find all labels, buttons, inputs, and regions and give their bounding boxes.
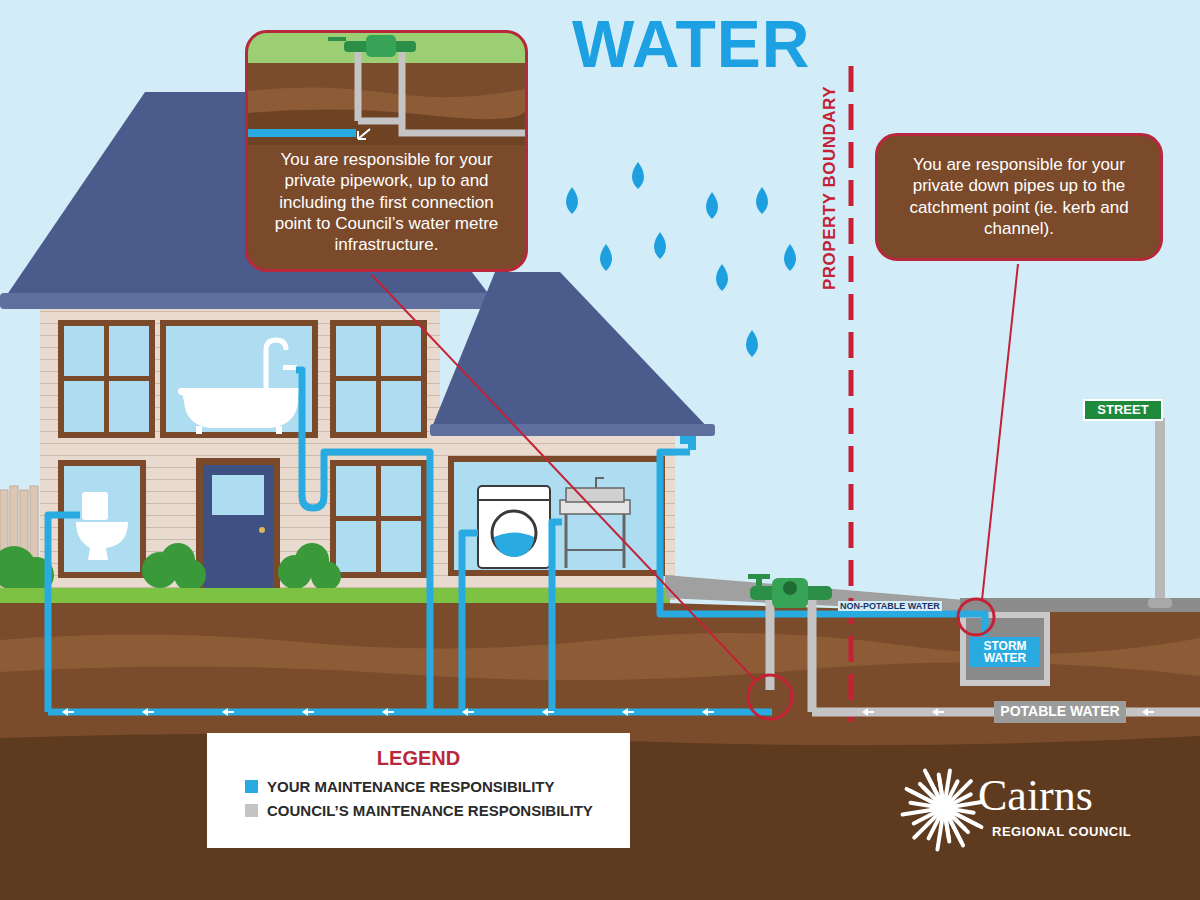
- flow-arrow: [62, 708, 74, 716]
- pipe-label-band: POTABLE WATER: [994, 701, 1126, 723]
- rain-drop: [784, 244, 796, 271]
- flow-arrow: [932, 708, 944, 716]
- flow-arrow: [222, 708, 234, 716]
- logo-petal: [937, 818, 942, 850]
- inset-grey-pipe: [358, 51, 525, 133]
- street-sign: STREET: [1083, 399, 1163, 421]
- logo-petal: [939, 778, 942, 798]
- logo-subtitle: REGIONAL COUNCIL: [992, 824, 1131, 839]
- boundary-label: PROPERTY BOUNDARY: [820, 86, 840, 290]
- flow-arrow: [1142, 708, 1154, 716]
- logo-petal: [910, 791, 935, 804]
- node-text: You are responsible for your private dow…: [878, 154, 1160, 255]
- rain-drop: [654, 232, 666, 259]
- rain-drop: [566, 187, 578, 214]
- legend-title: LEGEND: [207, 747, 630, 770]
- pipe-label: NON-POTABLE WATER: [838, 601, 942, 611]
- flow-arrow: [382, 708, 394, 716]
- legend-swatch: [245, 780, 258, 793]
- rain-drop: [746, 330, 758, 357]
- inset-soil: [248, 109, 525, 145]
- logo-petal: [946, 770, 950, 798]
- logo-petal: [953, 813, 982, 828]
- flow-arrow: [542, 708, 554, 716]
- logo-petal: [949, 781, 958, 799]
- inset-meter: [366, 35, 396, 57]
- rain-drop: [632, 162, 644, 189]
- legend-box: LEGEND YOUR MAINTENANCE RESPONSIBILITY COU…: [207, 733, 630, 848]
- flow-arrow: [862, 708, 874, 716]
- legend-text: COUNCIL’S MAINTENANCE RESPONSIBILITY: [267, 802, 593, 819]
- logo-petal: [954, 810, 974, 813]
- legend-row: YOUR MAINTENANCE RESPONSIBILITY: [245, 778, 630, 795]
- logo-name: Cairns: [978, 774, 1093, 818]
- storm-water-pit: STORM WATER: [970, 637, 1040, 667]
- rain-drop: [706, 192, 718, 219]
- node-text: STORM WATER: [970, 640, 1040, 667]
- node-text: STREET: [1085, 403, 1161, 419]
- rain-drop: [716, 264, 728, 291]
- flow-arrow: [142, 708, 154, 716]
- inset-blue-pipe: [248, 129, 356, 137]
- node-text: You are responsible for your private pip…: [248, 149, 525, 269]
- flow-arrow: [462, 708, 474, 716]
- title: WATER: [572, 6, 810, 82]
- callout-box: You are responsible for your private pip…: [245, 30, 528, 272]
- node-text: POTABLE WATER: [994, 704, 1126, 722]
- inset-grass: [248, 33, 525, 63]
- inset-illustration: [248, 33, 525, 145]
- inset-pointer: [358, 129, 370, 139]
- rain-drop: [600, 244, 612, 271]
- flow-arrow: [622, 708, 634, 716]
- legend-text: YOUR MAINTENANCE RESPONSIBILITY: [267, 778, 555, 795]
- rain-drop: [756, 187, 768, 214]
- logo-centre: [935, 799, 953, 817]
- callout-box: You are responsible for your private dow…: [875, 133, 1163, 261]
- legend-swatch: [245, 804, 258, 817]
- flow-arrow: [702, 708, 714, 716]
- flow-arrow: [302, 708, 314, 716]
- legend-row: COUNCIL’S MAINTENANCE RESPONSIBILITY: [245, 802, 630, 819]
- inset-tap: [328, 37, 346, 41]
